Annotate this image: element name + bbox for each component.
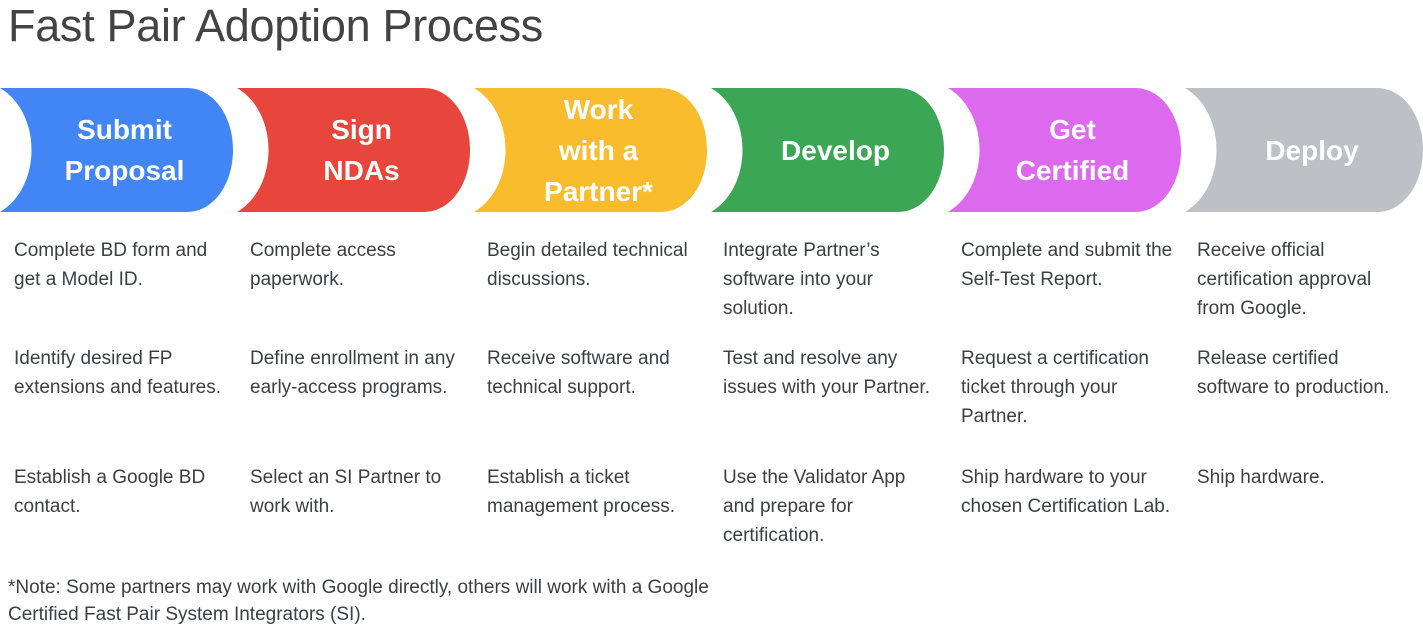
stage-detail-deploy-item-3: Ship hardware. — [1197, 467, 1325, 488]
stage-detail-get-certified-item-2: Request a certification ticket through y… — [961, 348, 1149, 427]
stage-detail-submit-proposal-item-2: Identify desired FP extensions and featu… — [14, 348, 222, 398]
stage-detail-get-certified-item-1: Complete and submit the Self-Test Report… — [961, 240, 1173, 290]
stage-banner-develop[interactable]: Develop — [711, 88, 944, 212]
stage-banner-arrow-icon — [474, 88, 707, 212]
stage-banner-deploy[interactable]: Deploy — [1185, 88, 1423, 212]
stage-detail-get-certified-item-3: Ship hardware to your chosen Certificati… — [961, 467, 1171, 517]
stage-banner-arrow-icon — [711, 88, 944, 212]
stage-detail-work-with-a-partner-item-1: Begin detailed technical discussions. — [487, 240, 688, 290]
stage-detail-deploy-item-2: Release certified software to production… — [1197, 348, 1390, 398]
stage-detail-sign-ndas-item-2: Define enrollment in any early-access pr… — [250, 348, 455, 398]
stage-banner-arrow-icon — [237, 88, 470, 212]
stage-detail-work-with-a-partner-item-2: Receive software and technical support. — [487, 348, 670, 398]
stage-banner-shape — [711, 88, 944, 212]
footnote-note: *Note: Some partners may work with Googl… — [8, 577, 709, 625]
stage-banner-shape — [0, 88, 233, 212]
stage-detail-work-with-a-partner-item-3: Establish a ticket management process. — [487, 467, 675, 517]
stage-detail-submit-proposal-item-1: Complete BD form and get a Model ID. — [14, 240, 208, 290]
page-title: Fast Pair Adoption Process — [8, 0, 543, 51]
stage-banner-shape — [474, 88, 707, 212]
stage-detail-sign-ndas-item-3: Select an SI Partner to work with. — [250, 467, 442, 517]
stage-detail-deploy-item-1: Receive official certification approval … — [1197, 240, 1372, 319]
stage-detail-develop-item-2: Test and resolve any issues with your Pa… — [723, 348, 930, 398]
stage-detail-develop-item-1: Integrate Partner’s software into your s… — [723, 240, 880, 319]
stage-detail-submit-proposal-item-3: Establish a Google BD contact. — [14, 467, 206, 517]
stage-banner-shape — [948, 88, 1181, 212]
stage-banner-shape — [237, 88, 470, 212]
stage-banner-arrow-icon — [948, 88, 1181, 212]
stage-detail-sign-ndas-item-1: Complete access paperwork. — [250, 240, 396, 290]
stage-banner-shape — [1185, 88, 1423, 212]
stage-detail-develop-item-3: Use the Validator App and prepare for ce… — [723, 467, 906, 546]
stage-banner-arrow-icon — [1185, 88, 1423, 212]
stage-banner-arrow-icon — [0, 88, 233, 212]
